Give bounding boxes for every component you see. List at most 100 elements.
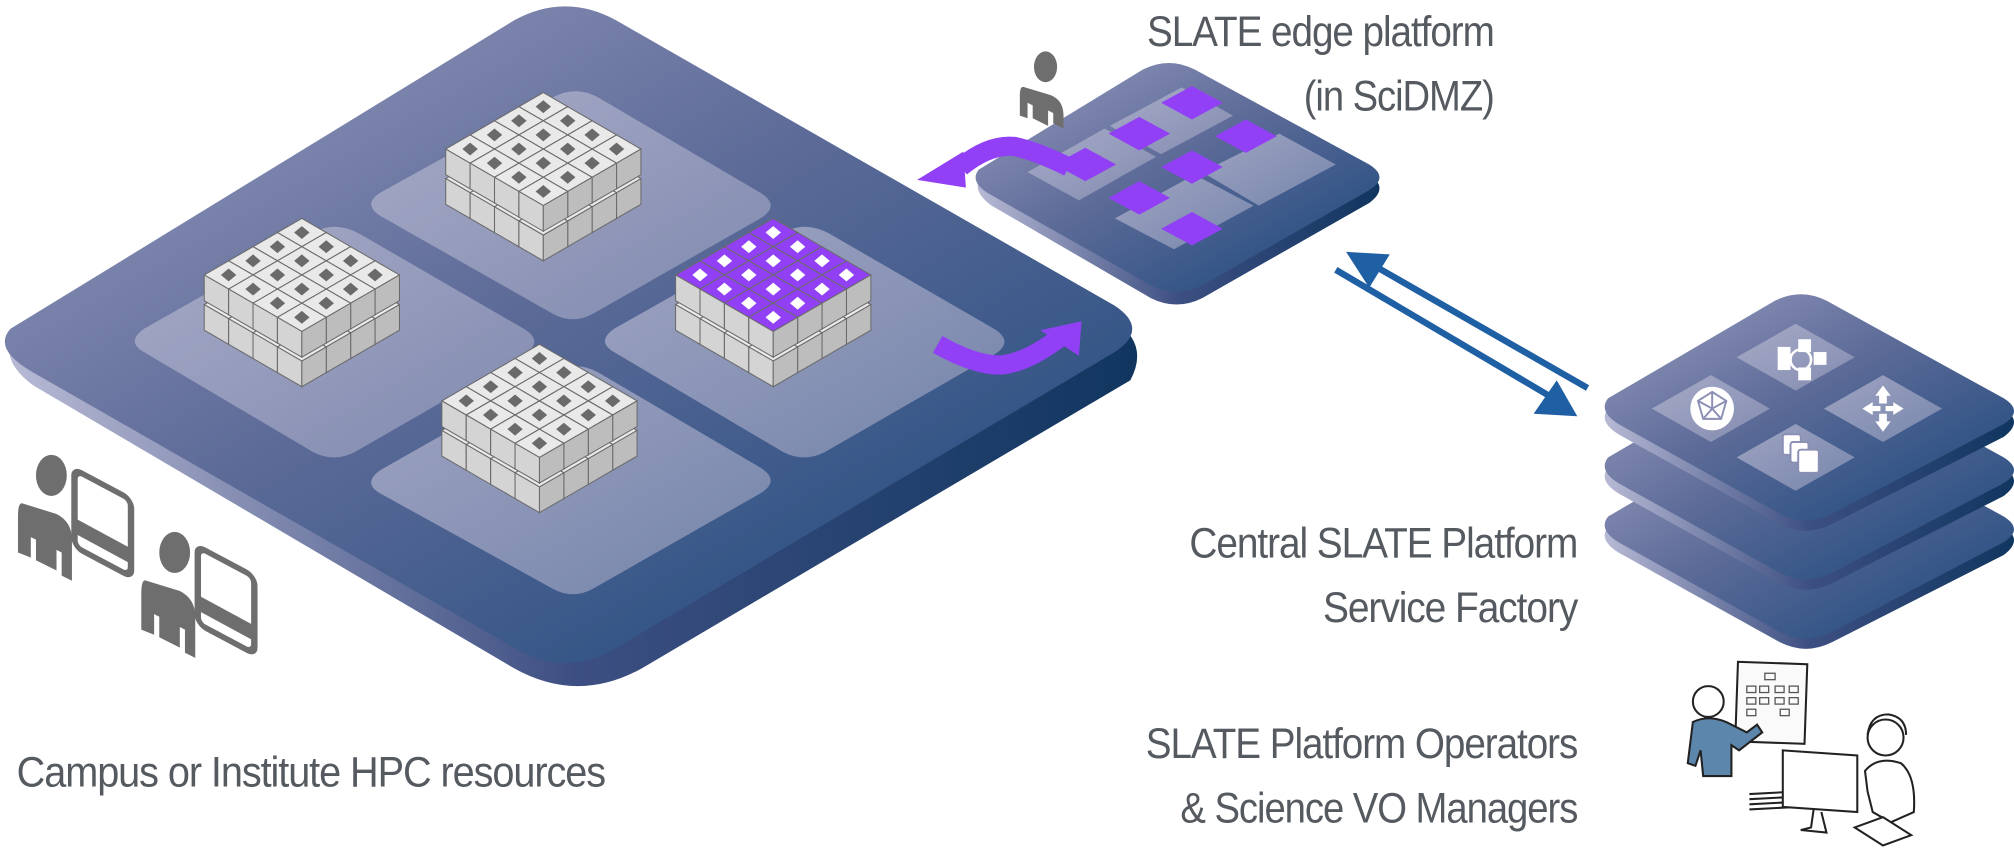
- node-led-icon: [556, 394, 572, 408]
- edge-platform-top: [975, 62, 1380, 292]
- presenter-head: [1691, 685, 1725, 718]
- desk-paper-stack: [1749, 790, 1799, 811]
- node-led-icon: [486, 156, 503, 170]
- compute-node: [514, 428, 565, 514]
- node-led-icon: [507, 394, 523, 408]
- node-led-icon: [482, 408, 499, 422]
- node-led-icon: [245, 282, 261, 296]
- stacked-containers-icon: [1781, 433, 1820, 474]
- monitor: [1781, 749, 1859, 814]
- edge-active-tiles: [1054, 86, 1277, 246]
- node-led-icon: [531, 380, 548, 394]
- node-led-icon: [367, 268, 383, 282]
- user-workstation-icon: [141, 531, 258, 658]
- monitor-stand: [1800, 809, 1828, 834]
- operator-body: [1863, 759, 1916, 824]
- user-workstation-icon: [17, 454, 135, 581]
- central-platform-label-line1: Central SLATE Platform: [1189, 520, 1577, 567]
- node-led-active-icon: [716, 254, 733, 268]
- node-led-active-icon: [741, 268, 757, 282]
- edge-platform-label-line2: (in SciDMZ): [1304, 72, 1494, 119]
- node-led-active-icon: [789, 268, 806, 282]
- node-led-icon: [580, 408, 596, 422]
- node-led-icon: [318, 268, 334, 282]
- node-led-active-icon: [765, 254, 781, 268]
- org-chart-board: [1734, 660, 1809, 745]
- node-led-icon: [584, 128, 600, 142]
- edge-active-tile: [1108, 116, 1171, 151]
- central-platform-label-line2: Service Factory: [1323, 584, 1579, 631]
- hpc-resources-label: Campus or Institute HPC resources: [17, 748, 605, 795]
- operator-head: [1866, 718, 1905, 757]
- geodesic-sphere-icon: [1690, 386, 1734, 431]
- edge-tray: [1114, 174, 1254, 250]
- node-led-icon: [531, 352, 548, 365]
- network-cluster-icon: [1777, 339, 1827, 381]
- operators-label-line2: & Science VO Managers: [1180, 784, 1577, 831]
- node-led-icon: [560, 170, 576, 184]
- presenter-body: [1686, 717, 1764, 778]
- hpc-to-edge-arrowhead: [1040, 321, 1082, 356]
- node-led-icon: [556, 366, 572, 380]
- node-led-icon: [294, 254, 310, 268]
- node-led-active-icon: [789, 240, 806, 254]
- central-to-edge-arrowhead: [1346, 251, 1390, 288]
- edge-active-tile: [1161, 86, 1223, 120]
- hpc-to-edge-arrow: [932, 328, 1067, 375]
- operators-label-line1: SLATE Platform Operators: [1146, 720, 1578, 767]
- node-led-icon: [560, 114, 576, 128]
- node-led-icon: [535, 100, 552, 114]
- node-led-icon: [531, 436, 548, 450]
- node-group-bottom-group: [440, 343, 639, 514]
- node-group-top-group: [444, 91, 642, 262]
- node-led-icon: [318, 296, 334, 310]
- node-led-icon: [604, 394, 621, 408]
- compute-node-active: [747, 302, 799, 388]
- node-led-icon: [245, 254, 261, 268]
- hpc-users: [17, 454, 258, 658]
- node-led-icon: [294, 310, 310, 324]
- edge-to-central-line: [1334, 267, 1551, 399]
- edge-active-tile: [1108, 181, 1171, 215]
- node-group-left-group: [203, 217, 401, 388]
- node-led-icon: [556, 422, 572, 436]
- edge-central-link: [1334, 251, 1590, 417]
- node-led-active-icon: [765, 310, 781, 324]
- node-led-icon: [507, 366, 523, 380]
- text-labels: SLATE edge platform (in SciDMZ) Central …: [17, 8, 1581, 831]
- edge-active-tile: [1215, 119, 1277, 153]
- hpc-platform: [4, 6, 1138, 687]
- node-led-active-icon: [692, 268, 708, 282]
- edge-platform: [917, 62, 1380, 305]
- node-led-active-icon: [789, 296, 806, 310]
- node-led-active-icon: [814, 282, 830, 296]
- service-tile-network: [1736, 323, 1855, 391]
- node-led-icon: [511, 170, 527, 184]
- central-layer-1: [1604, 294, 2014, 531]
- edge-tray: [1202, 133, 1336, 206]
- edge-platform-label-line1: SLATE edge platform: [1147, 8, 1494, 55]
- compute-node: [276, 302, 328, 388]
- operators-illustration: [1686, 660, 1916, 847]
- edge-active-tile: [1161, 212, 1223, 246]
- node-led-icon: [584, 156, 600, 170]
- edge-to-hpc-arrowhead: [917, 151, 966, 188]
- node-led-icon: [511, 114, 527, 128]
- hpc-platform-top: [4, 6, 1133, 663]
- edge-active-tile: [1161, 150, 1223, 184]
- service-tile-balancer: [1823, 375, 1943, 442]
- central-to-edge-line: [1375, 264, 1590, 391]
- operator-headset: [1866, 713, 1908, 736]
- node-led-active-icon: [838, 268, 855, 282]
- node-led-active-icon: [741, 240, 757, 254]
- compute-node: [517, 176, 569, 262]
- node-led-icon: [580, 380, 596, 394]
- node-led-active-icon: [814, 254, 830, 268]
- node-led-icon: [535, 156, 552, 170]
- central-platform: [1604, 294, 2014, 649]
- node-group-right-group: [674, 217, 872, 388]
- node-led-icon: [294, 226, 310, 239]
- edge-active-tile: [1054, 147, 1117, 182]
- node-led-active-icon: [741, 296, 757, 310]
